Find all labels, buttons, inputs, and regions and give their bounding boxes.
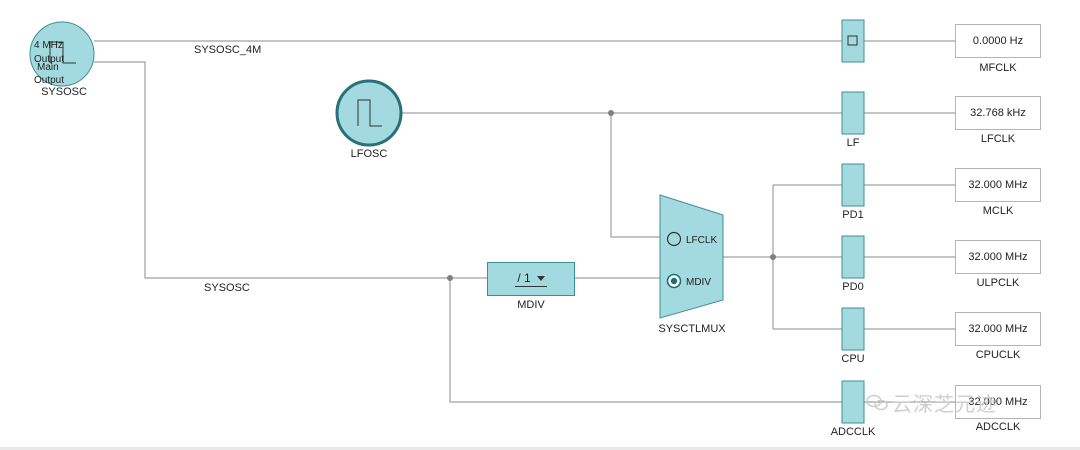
output-value-mfclk: 0.0000 Hz — [955, 24, 1041, 58]
gate-cpu[interactable] — [841, 307, 865, 351]
sysosc-main-output-text: Output — [34, 75, 64, 86]
mdiv-select[interactable]: / 1 — [515, 271, 547, 287]
sysosc-output-text: Output — [34, 54, 64, 65]
output-name-mclk: MCLK — [983, 205, 1014, 217]
square-wave-icon — [357, 99, 382, 127]
mdiv-label: MDIV — [517, 299, 545, 311]
lfosc-label: LFOSC — [351, 148, 388, 160]
junction-dot — [447, 275, 453, 281]
output-value-lfclk: 32.768 kHz — [955, 96, 1041, 130]
sysosc-main-text: Main — [37, 62, 59, 73]
chevron-down-icon — [536, 275, 545, 281]
gate-pd0[interactable] — [841, 235, 865, 279]
gate-pd1-label: PD1 — [842, 209, 863, 221]
mdiv-value: / 1 — [517, 271, 531, 285]
gate-mf[interactable] — [841, 19, 865, 63]
output-name-ulpclk: ULPCLK — [977, 277, 1020, 289]
output-name-cpuclk: CPUCLK — [976, 349, 1021, 361]
sysosc-block[interactable]: 4 MHz Output Main Output — [29, 21, 95, 87]
watermark-text: 云深芝元迹 — [892, 394, 997, 416]
wires — [94, 40, 955, 403]
output-name-adcclk: ADCCLK — [976, 421, 1021, 433]
gate-lf-label: LF — [847, 137, 860, 149]
square-wave-icon — [49, 41, 76, 64]
gate-adc-label: ADCCLK — [831, 426, 876, 438]
junction-dot — [770, 254, 776, 260]
mux-option-lfclk: LFCLK — [686, 235, 717, 246]
sysctlmux-block[interactable]: LFCLK MDIV — [659, 194, 724, 319]
mux-radio-mdiv-selected — [670, 277, 678, 285]
output-name-mfclk: MFCLK — [979, 62, 1017, 74]
sysctlmux-label: SYSCTLMUX — [658, 323, 726, 335]
net-label-sysosc-4m: SYSOSC_4M — [194, 44, 261, 56]
gate-pd0-label: PD0 — [842, 281, 863, 293]
watermark: 云深芝元迹 — [866, 388, 997, 417]
gate-cpu-label: CPU — [841, 353, 864, 365]
lfosc-block[interactable] — [335, 79, 403, 147]
mux-radio-lfclk[interactable] — [666, 231, 682, 247]
bottom-divider — [0, 447, 1080, 450]
mux-option-mdiv: MDIV — [686, 277, 711, 288]
output-value-ulpclk: 32.000 MHz — [955, 240, 1041, 274]
sysosc-freq-text: 4 MHz — [34, 40, 63, 51]
output-value-mclk: 32.000 MHz — [955, 168, 1041, 202]
junction-dot — [608, 110, 614, 116]
output-value-adcclk: 32.000 MHz — [955, 385, 1041, 419]
gate-adc[interactable] — [841, 380, 865, 424]
output-value-cpuclk: 32.000 MHz — [955, 312, 1041, 346]
mdiv-divider-select[interactable]: / 1 — [487, 262, 575, 296]
output-name-lfclk: LFCLK — [981, 133, 1016, 145]
gate-lf[interactable] — [841, 91, 865, 135]
net-label-sysosc: SYSOSC — [204, 282, 250, 294]
sysosc-label: SYSOSC — [41, 86, 87, 98]
gate-toggle-icon — [847, 35, 858, 46]
wechat-icon — [866, 394, 888, 410]
gate-pd1[interactable] — [841, 163, 865, 207]
